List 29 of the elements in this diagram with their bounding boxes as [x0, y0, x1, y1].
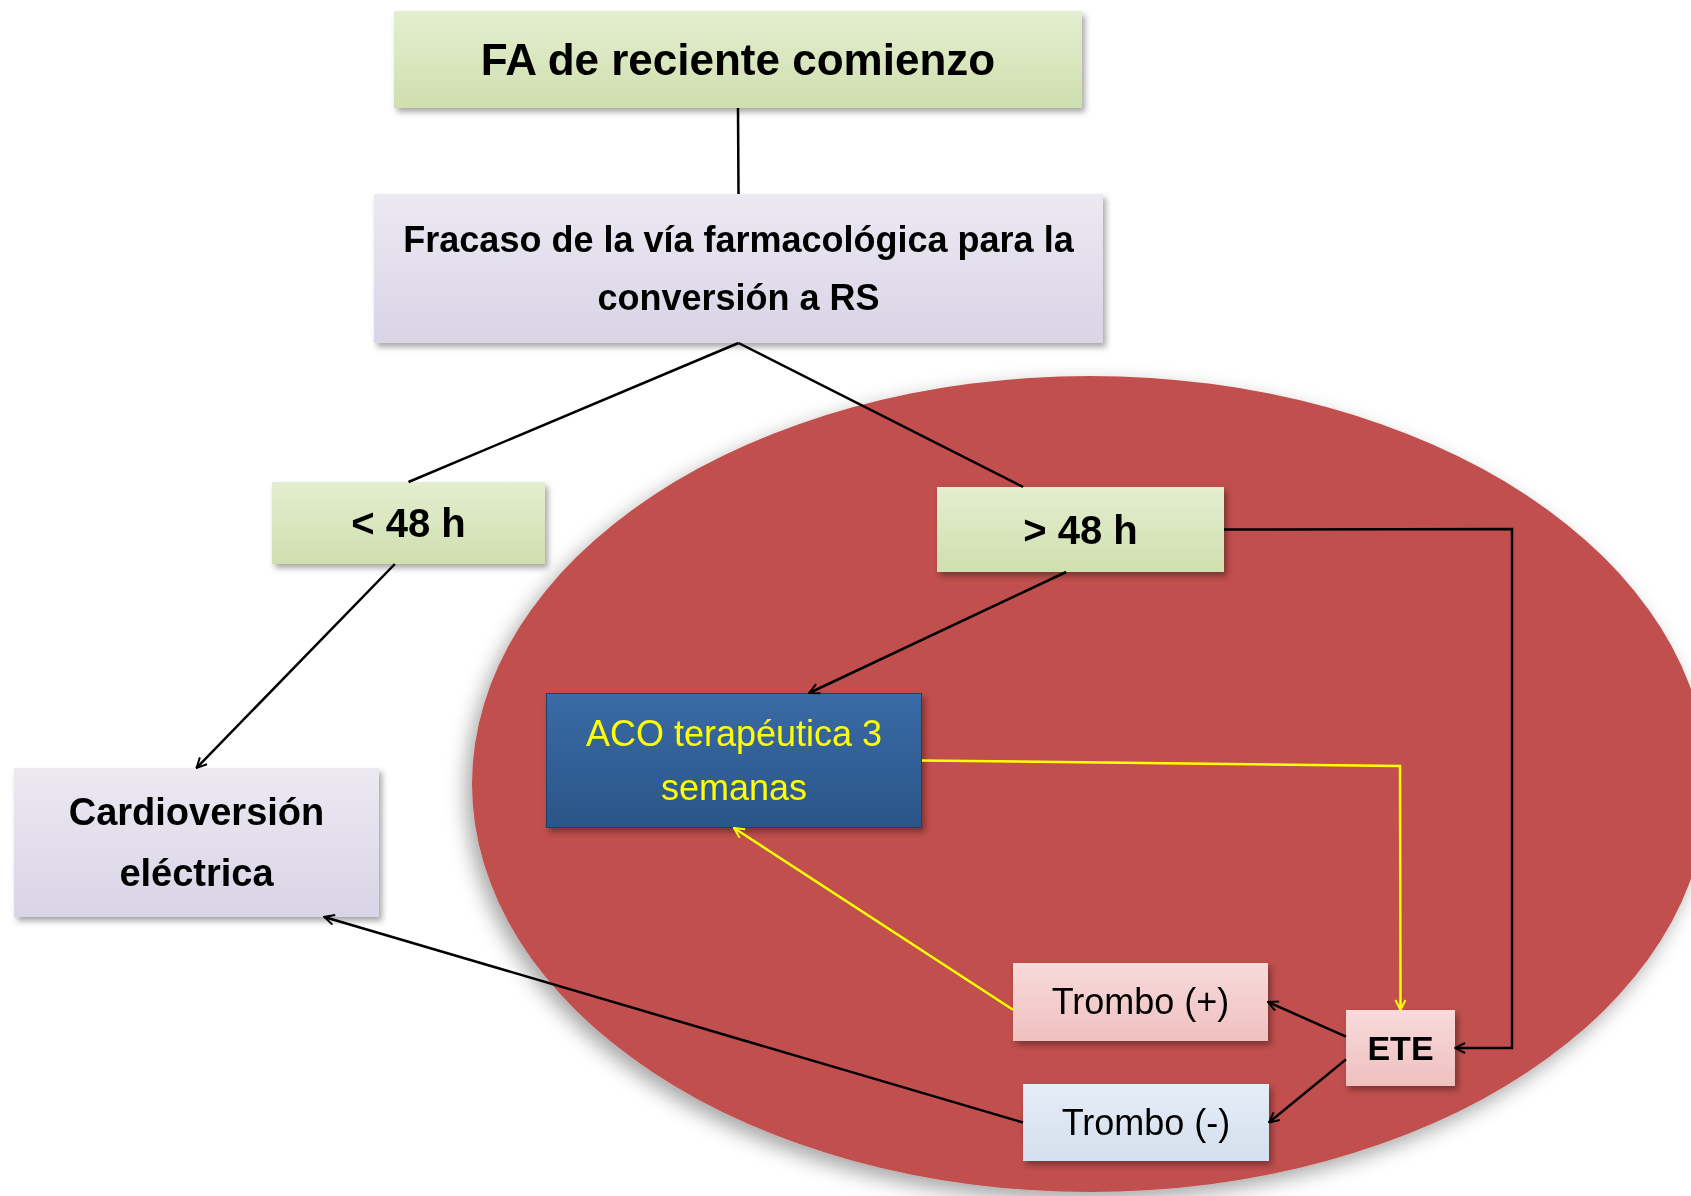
- process-box: [1346, 1010, 1455, 1086]
- process-box: [394, 11, 1082, 108]
- arrow: [808, 570, 1067, 695]
- box-label: Fracaso de la vía farmacológica para la conversión a RS: [402, 217, 1075, 320]
- box-label: > 48 h: [1023, 506, 1138, 554]
- connector-line: [408, 341, 739, 484]
- box-label: ETE: [1367, 1027, 1434, 1069]
- box-label: Cardioversión eléctrica: [67, 789, 326, 896]
- arrow: [733, 826, 1014, 1011]
- box-label: Trombo (+): [1051, 980, 1230, 1024]
- arrow: [922, 759, 1407, 1011]
- arrow: [195, 563, 396, 769]
- process-box: [1013, 963, 1268, 1041]
- arrow: [323, 914, 1024, 1124]
- process-box: [14, 768, 379, 917]
- connector-line: [737, 341, 1024, 489]
- box-label: ACO terapéutica 3 semanas: [584, 711, 884, 810]
- process-box: [1023, 1084, 1269, 1161]
- arrow: [1224, 527, 1514, 1054]
- arrow: [1267, 1000, 1347, 1038]
- process-box: [546, 693, 922, 828]
- process-box: [374, 194, 1103, 343]
- box-label: < 48 h: [351, 500, 466, 547]
- connector-line: [736, 108, 740, 194]
- box-label: FA de reciente comienzo: [480, 33, 996, 86]
- box-label: Trombo (-): [1061, 1100, 1231, 1145]
- process-box: [937, 487, 1224, 572]
- arrow: [1268, 1058, 1347, 1124]
- process-box: [272, 482, 545, 564]
